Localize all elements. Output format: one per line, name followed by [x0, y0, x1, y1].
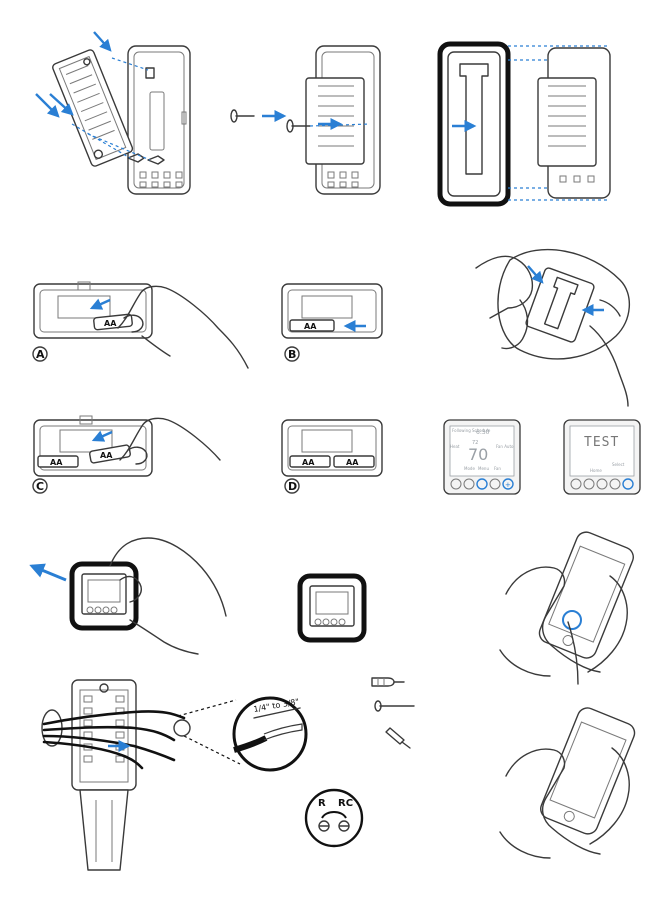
- svg-text:Following Schedule: Following Schedule: [452, 428, 491, 433]
- panel-battery-a: AA A: [32, 281, 249, 369]
- arrow-icon: [89, 298, 111, 310]
- battery-icon: AA: [93, 313, 133, 331]
- svg-text:Mode: Mode: [464, 466, 475, 471]
- screw-icon: [230, 109, 255, 123]
- screw-icon: [374, 700, 415, 712]
- svg-text:Fan: Fan: [494, 466, 501, 471]
- hand-icon: [475, 255, 534, 319]
- panel-screw-plate: [230, 45, 381, 195]
- hand-icon: [505, 566, 601, 673]
- battery-icon: AA: [37, 455, 79, 468]
- svg-text:TEST: TEST: [584, 435, 619, 450]
- svg-text:Fan Auto: Fan Auto: [496, 444, 514, 449]
- svg-text:Menu: Menu: [478, 466, 489, 471]
- anchor-icon: [371, 677, 405, 687]
- svg-text:AA: AA: [104, 319, 117, 328]
- arrow-icon: [35, 93, 60, 118]
- panel-remove-thermostat: [29, 537, 227, 655]
- panel-thermostat-front: [297, 573, 367, 643]
- panel-battery-d: AA AA D: [281, 419, 383, 494]
- svg-text:6:30: 6:30: [476, 429, 490, 436]
- svg-text:70: 70: [468, 445, 488, 464]
- svg-text:AA: AA: [302, 458, 315, 467]
- panel-screws-anchors: [371, 677, 415, 749]
- battery-icon: AA: [89, 444, 131, 464]
- panel-screen-test: TEST Home Select: [563, 419, 641, 495]
- battery-icon: AA: [289, 455, 331, 468]
- hand-icon: [589, 325, 629, 407]
- panel-wiring: 1/4" to 3/8": [41, 679, 308, 871]
- hand-icon: [109, 537, 227, 617]
- panel-screen-home: Following Schedule 6:30 Heat Fan Auto 72…: [443, 419, 521, 495]
- svg-text:C: C: [36, 480, 44, 493]
- svg-text:72: 72: [472, 440, 478, 446]
- panel-attach-thermostat: [475, 248, 631, 407]
- arrow-icon: [91, 430, 113, 442]
- panel-trim-plate: [437, 41, 611, 207]
- screw-icon: [286, 119, 311, 133]
- svg-text:AA: AA: [346, 458, 359, 467]
- svg-text:AA: AA: [100, 451, 113, 460]
- svg-text:RC: RC: [338, 798, 353, 809]
- battery-icon: AA: [333, 455, 375, 468]
- panel-phone-hold: [499, 707, 636, 859]
- phone-icon: [540, 707, 636, 835]
- panel-battery-b: AA B: [281, 283, 383, 362]
- svg-text:A: A: [36, 348, 45, 361]
- anchor-icon: [385, 727, 411, 749]
- panel-mount-plate: [35, 31, 191, 195]
- svg-text:Heat: Heat: [450, 444, 460, 449]
- arrow-icon: [29, 563, 67, 582]
- svg-text:D: D: [288, 480, 297, 493]
- svg-text:Select: Select: [612, 462, 625, 467]
- arrow-icon: [527, 265, 544, 284]
- phone-icon: [538, 531, 634, 659]
- panel-phone-tap: [499, 531, 634, 685]
- svg-text:AA: AA: [50, 458, 63, 467]
- battery-icon: AA: [289, 319, 335, 332]
- arrow-icon: [49, 93, 74, 116]
- svg-text:B: B: [288, 348, 296, 361]
- svg-text:+: +: [505, 481, 511, 489]
- panel-jumper: R RC: [304, 788, 364, 848]
- jumper-icon: [318, 811, 350, 832]
- svg-text:R: R: [318, 798, 326, 809]
- svg-text:AA: AA: [304, 322, 317, 331]
- arrow-icon: [93, 31, 112, 52]
- svg-text:Home: Home: [590, 468, 602, 473]
- panel-battery-c: AA AA C: [32, 415, 221, 494]
- hand-icon: [119, 417, 221, 461]
- hand-icon: [117, 285, 249, 369]
- hand-icon: [505, 748, 601, 855]
